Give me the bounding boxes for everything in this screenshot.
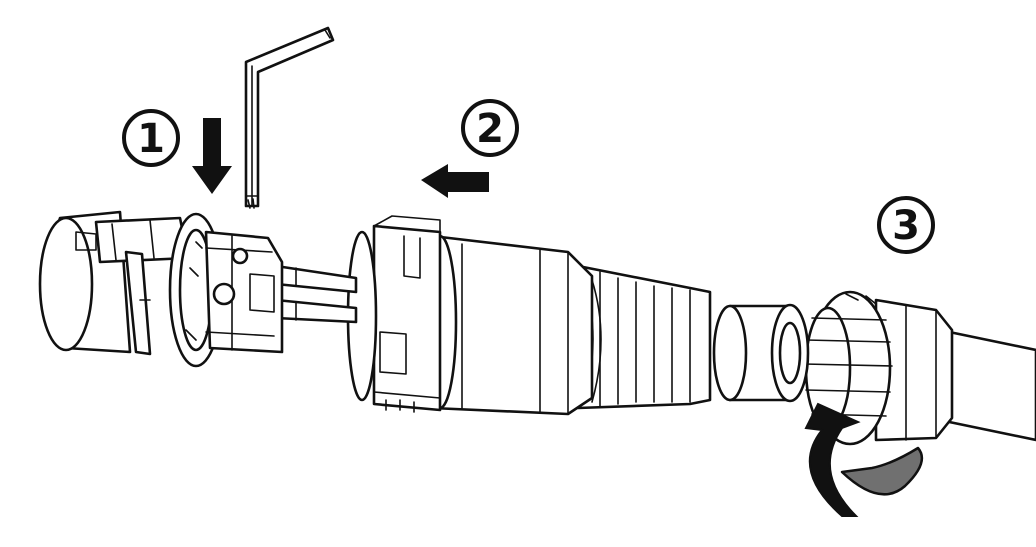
step-2-marker: 2 — [461, 99, 519, 157]
hex-key — [244, 26, 335, 209]
contact-pins — [274, 264, 358, 324]
connector-housing — [346, 215, 712, 416]
plug-insert — [38, 210, 284, 368]
arrow-left-icon — [421, 164, 489, 198]
step-3-number: 3 — [892, 203, 920, 249]
step-1-marker: 1 — [122, 109, 180, 167]
seal-ring — [712, 303, 810, 403]
step-3-marker: 3 — [877, 196, 935, 254]
arrow-down-icon — [192, 118, 232, 194]
rotate-clockwise-icon — [804, 402, 924, 517]
step-2-number: 2 — [476, 106, 504, 152]
step-1-number: 1 — [137, 116, 165, 162]
sealing-nut — [803, 290, 954, 446]
